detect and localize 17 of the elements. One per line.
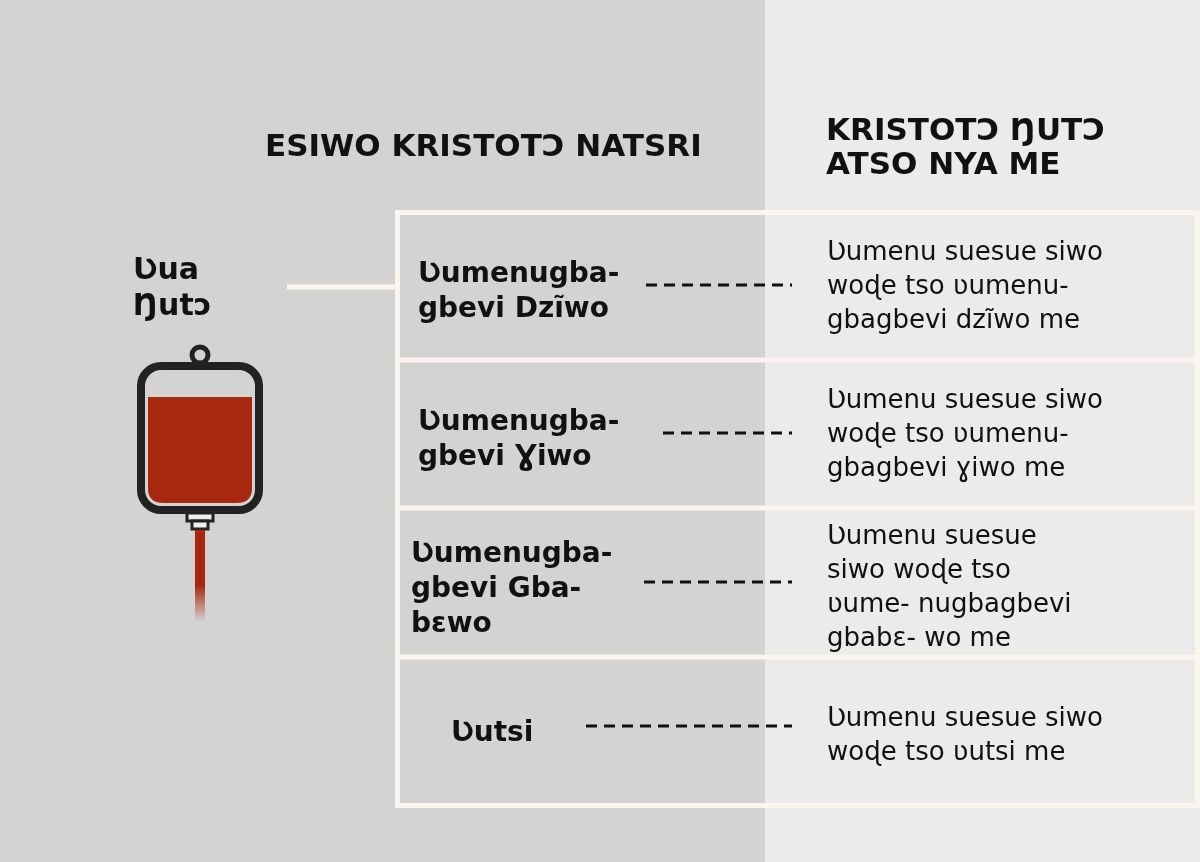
row-heading: Ʋumenugba- gbevi Ɣiwo [418,403,621,473]
row-description: Ʋumenu suesue siwo woɖe tso ʋutsi me [827,701,1104,768]
row-description: Ʋumenu suesue siwo woɖe tso ʋumenu- gbagbevi ɣiwo me [827,383,1104,484]
row-description: Ʋumenu suesue siwo woɖe tso ʋume- nugbagbevi gbabɛ- wo me [827,519,1073,654]
row-heading: Ʋumenugba- gbevi Gba- bɛwo [411,534,614,640]
dashed-connector [646,283,792,287]
connector-line [287,284,395,290]
table-frame [395,210,1200,808]
column-heading: ESIWO KRISTOTƆ NATSRI [265,128,703,163]
dashed-connector [644,580,792,584]
dashed-connector [586,724,792,728]
node-label: Ʋua Ŋutɔ [133,251,213,323]
column-heading: KRISTOTƆ ŊUTƆ ATSO NYA ME [826,112,1106,181]
dashed-connector [663,431,792,435]
row-heading: Ʋutsi [451,713,535,749]
row-description: Ʋumenu suesue siwo woɖe tso ʋumenu- gbagbevi dzĩwo me [827,235,1104,336]
row-heading: Ʋumenugba- gbevi Dzĩwo [418,255,621,325]
